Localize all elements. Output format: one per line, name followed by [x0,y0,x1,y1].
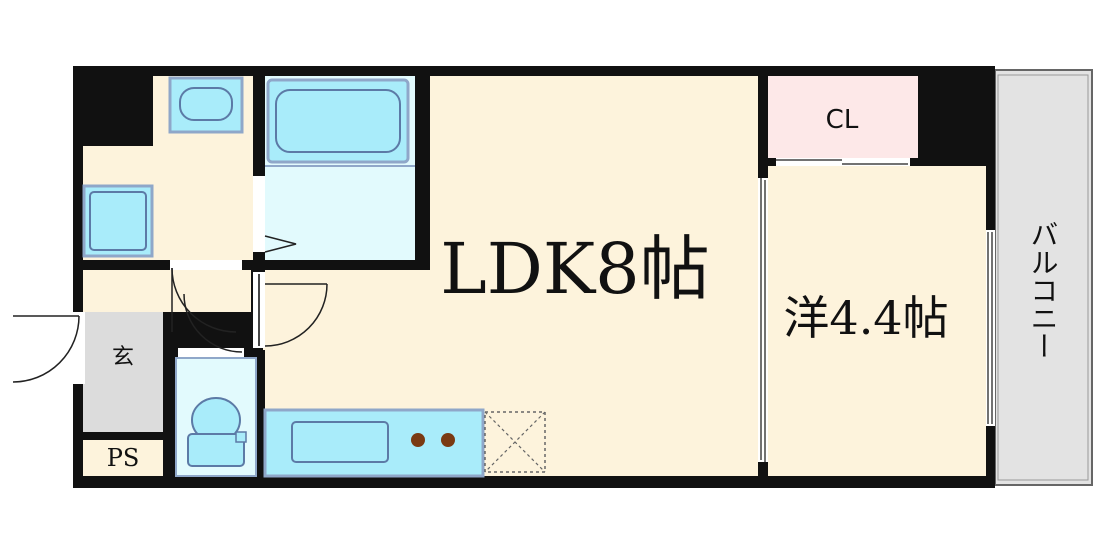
bathtub [265,78,415,167]
stove-burner-left [411,433,425,447]
wash-basin [168,76,244,134]
pipe-space-label: PS [107,444,140,472]
western-room-label: 洋4.4帖 [783,291,948,345]
ldk-floor [430,76,760,476]
fridge-space [484,411,546,473]
openings [12,158,995,462]
kitchen-counter [263,408,485,478]
entrance-floor [83,312,163,432]
toilet [175,357,257,477]
western-room-floor [768,166,986,476]
closet-label: CL [826,105,859,135]
entrance-label: 玄 [112,345,134,370]
balcony [994,69,1093,486]
balcony-label: バルコニー [1027,220,1060,360]
pipe-space-floor [83,440,163,476]
ldk-label: LDK8帖 [440,228,709,310]
washing-machine [82,184,154,258]
hall-floor [83,270,251,312]
fixtures [82,76,546,478]
closet-floor [768,76,918,158]
washroom-pillar [83,76,153,146]
stove-burner-right [441,433,455,447]
